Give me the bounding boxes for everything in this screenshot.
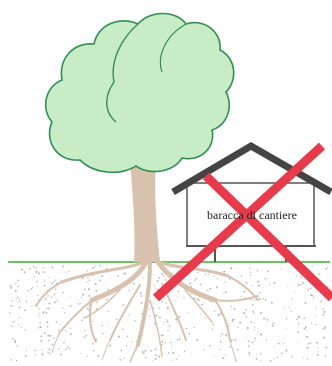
tree-crown [46,14,234,173]
hut-label: baracca di cantiere [190,208,314,223]
tree-roots [36,258,258,362]
tree-trunk [130,160,160,262]
soil-texture [9,265,328,361]
